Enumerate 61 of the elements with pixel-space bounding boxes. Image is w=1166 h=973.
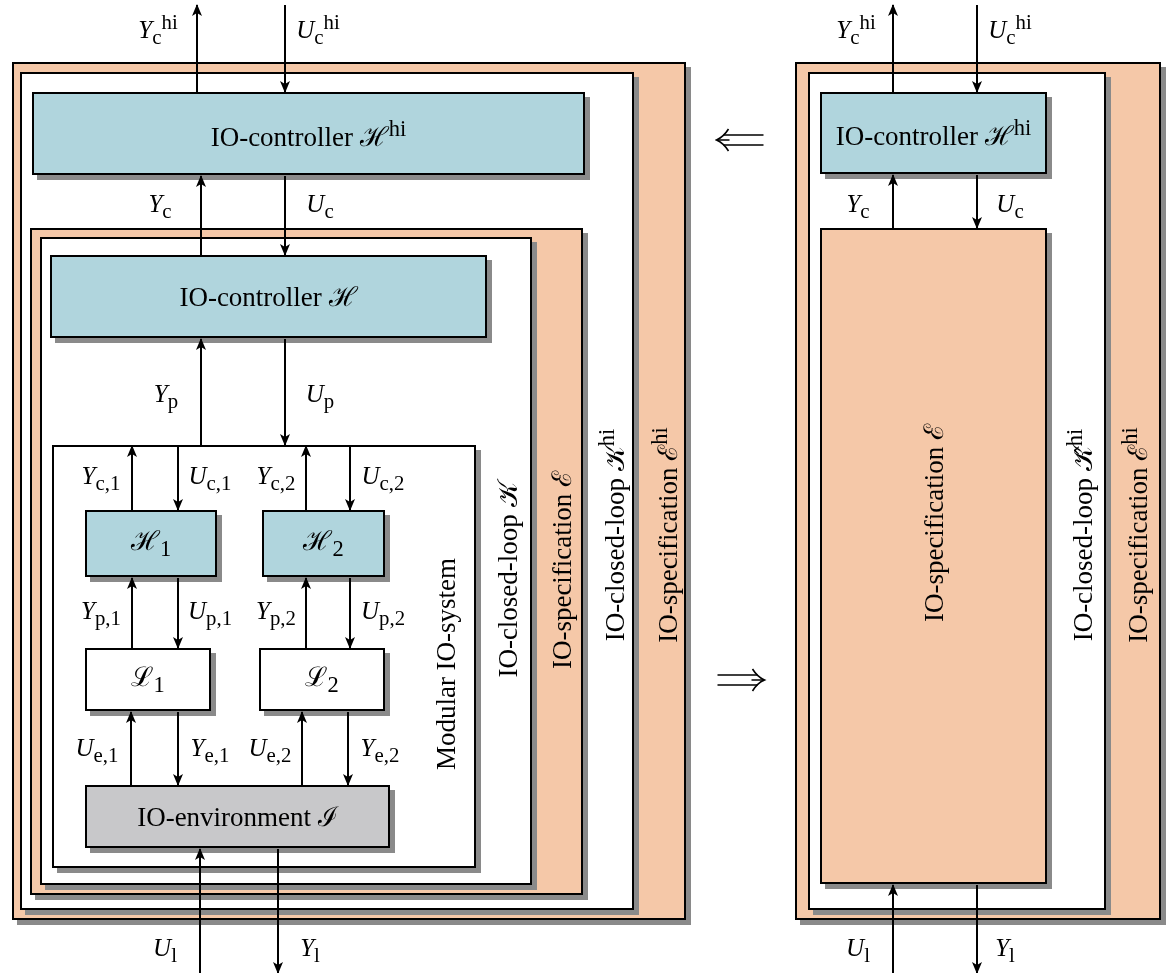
- arrow: [343, 711, 353, 786]
- double-arrow: [715, 128, 765, 152]
- edge-label: Y$_{c}$: [148, 190, 172, 222]
- edge-label: Y$_{e,1}$: [190, 734, 230, 766]
- node-label: IO-controller ℋ$^{hi}$: [210, 117, 407, 150]
- edge-label: Y$_{c,1}$: [81, 462, 121, 494]
- edge-label: U$_{l}$: [153, 934, 177, 966]
- node-label: IO-controller ℋ: [179, 283, 358, 310]
- node-label: IO-specification ℰ: [920, 424, 947, 623]
- edge-label: U$_{c,2}$: [361, 462, 405, 494]
- edge-label: Y$_{p}$: [153, 380, 179, 412]
- edge-label: Y$_{p,1}$: [81, 597, 121, 629]
- arrow: [195, 848, 205, 973]
- arrow: [273, 848, 283, 973]
- arrow: [192, 4, 202, 93]
- arrow: [972, 884, 982, 973]
- node-label: ℒ$_{1}$: [131, 663, 165, 696]
- arrow: [127, 445, 137, 511]
- arrow: [888, 174, 898, 229]
- arrow: [196, 338, 206, 446]
- edge-label: Y$_{e,2}$: [360, 734, 400, 766]
- edge-label: U$_{e,2}$: [248, 734, 292, 766]
- edge-label: U$_{e,1}$: [75, 734, 119, 766]
- arrow: [301, 445, 311, 511]
- arrow: [280, 175, 290, 256]
- edge-label: U$_{p,2}$: [360, 597, 406, 629]
- node-label: ℒ$_{2}$: [305, 663, 339, 696]
- edge-label: U$_{l}$: [846, 934, 870, 966]
- arrow: [173, 711, 183, 786]
- edge-label: Y$_{p,2}$: [256, 597, 296, 629]
- arrow: [173, 445, 183, 511]
- node-label: ℋ$_{1}$: [130, 527, 172, 560]
- arrow: [280, 4, 290, 93]
- arrow: [280, 338, 290, 446]
- edge-label: U$_{c}$: [306, 190, 334, 222]
- arrow: [297, 711, 307, 786]
- arrow: [345, 577, 355, 649]
- arrow: [196, 175, 206, 256]
- arrow: [173, 577, 183, 649]
- edge-label: Y$_{l}$: [300, 934, 320, 966]
- arrow: [972, 174, 982, 229]
- node-label: IO-specification ℰ: [548, 470, 576, 670]
- node-label: IO-environment ℐ: [137, 803, 338, 830]
- arrow: [972, 4, 982, 93]
- edge-label: U$_{c,1}$: [188, 462, 232, 494]
- double-arrow: [716, 668, 766, 692]
- arrow: [126, 711, 136, 786]
- edge-label: U$_{c}$: [996, 190, 1024, 222]
- arrow: [345, 445, 355, 511]
- edge-label: U$_{p}$: [305, 380, 335, 412]
- node-label: ℋ$_{2}$: [303, 527, 344, 560]
- node-label: Modular IO-system: [432, 557, 460, 771]
- edge-label: Y$_{c}$: [846, 190, 870, 222]
- arrow: [888, 4, 898, 93]
- arrow: [301, 577, 311, 649]
- edge-label: Y$_{l}$: [995, 934, 1015, 966]
- edge-label: U$_{p,1}$: [187, 597, 233, 629]
- edge-label: Y$_{c,2}$: [256, 462, 296, 494]
- arrow: [888, 884, 898, 973]
- arrow: [127, 577, 137, 649]
- node-label: IO-controller ℋ$^{hi}$: [835, 116, 1032, 150]
